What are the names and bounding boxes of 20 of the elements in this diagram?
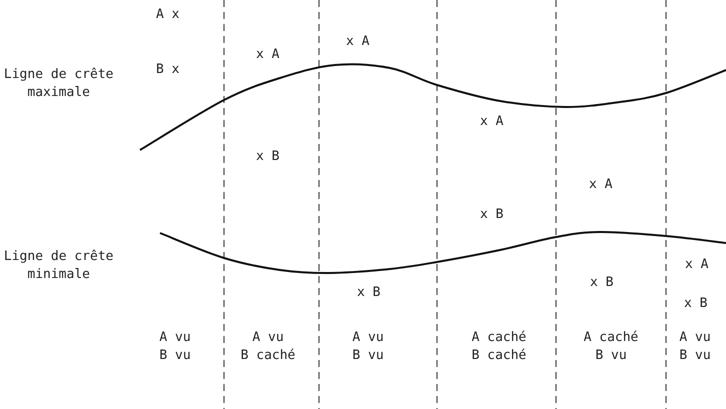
point-label: B x bbox=[156, 61, 180, 79]
point-label: x B bbox=[256, 148, 280, 166]
visibility-caption: A vu B vu bbox=[158, 329, 192, 365]
point-label: x B bbox=[480, 206, 504, 224]
point-label: x A bbox=[346, 33, 370, 51]
visibility-caption: A vu B vu bbox=[678, 329, 712, 365]
crest-line-label: Ligne de crête minimale bbox=[2, 248, 114, 284]
visibility-caption: A vu B vu bbox=[351, 329, 385, 365]
point-label: x A bbox=[589, 176, 612, 194]
point-label: A x bbox=[156, 6, 180, 24]
point-label: x B bbox=[590, 274, 614, 292]
visibility-caption: A caché B vu bbox=[582, 329, 640, 365]
point-label: x A bbox=[256, 46, 280, 64]
point-label: x A bbox=[685, 256, 708, 274]
point-label: x B bbox=[357, 284, 380, 302]
point-label: x B bbox=[684, 295, 708, 313]
visibility-caption: A caché B caché bbox=[470, 329, 528, 365]
crest-line-label: Ligne de crête maximale bbox=[2, 66, 114, 102]
visibility-caption: A vu B caché bbox=[240, 329, 296, 365]
point-label: x A bbox=[480, 113, 504, 131]
